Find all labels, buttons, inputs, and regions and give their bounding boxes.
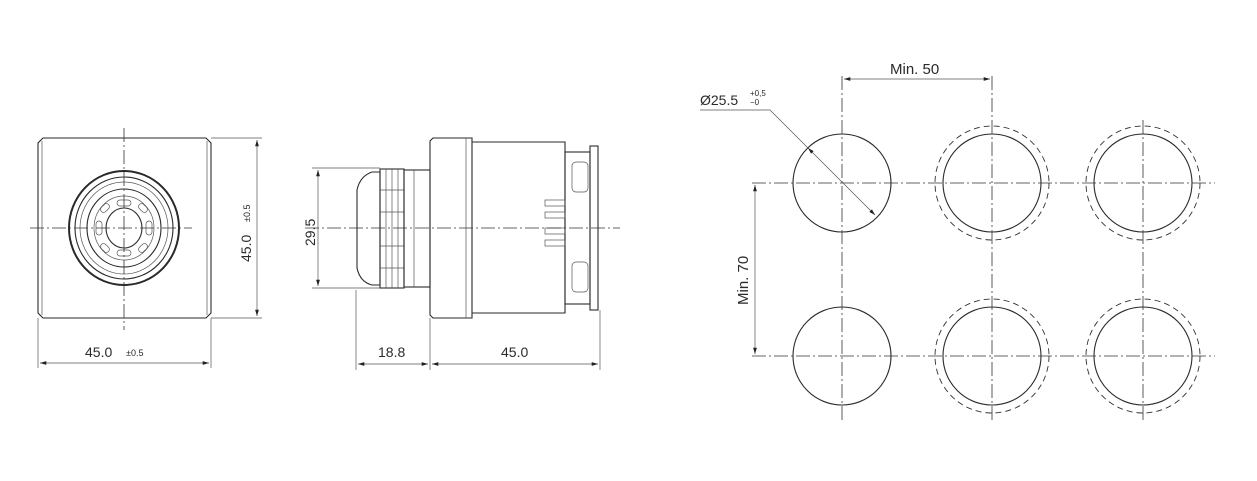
panel-cutout-layout: Min. 50 Min. 70 Ø25.5 +0,5 −0 [700, 61, 1215, 420]
hole-tol-lower: −0 [750, 98, 760, 107]
flange [429, 137, 473, 319]
side-view: 29.5 18.8 45.0 [302, 137, 620, 370]
height-dim-value: 45.0 [238, 235, 254, 262]
width-dim-tolerance: ±0.5 [126, 348, 143, 358]
cutout-holes [792, 125, 1201, 414]
diameter-leader [700, 109, 809, 149]
height-dim-tolerance: ±0.5 [242, 205, 252, 222]
diameter-dim-value: 29.5 [302, 219, 318, 246]
front-depth-value: 18.8 [378, 344, 405, 360]
lens-cap [356, 171, 381, 286]
vertical-spacing-value: Min. 70 [735, 256, 752, 305]
horizontal-spacing-value: Min. 50 [890, 61, 939, 78]
width-dim-value: 45.0 [85, 344, 112, 360]
hole-diameter-value: Ø25.5 [700, 92, 738, 108]
body [472, 141, 566, 314]
housing-outline [37, 137, 212, 319]
hole-tol-upper: +0,5 [750, 89, 766, 98]
front-view: 45.0 ±0.5 45.0 ±0.5 [30, 128, 262, 368]
body-depth-value: 45.0 [501, 344, 528, 360]
hole-diameter-dimension [807, 147, 876, 216]
